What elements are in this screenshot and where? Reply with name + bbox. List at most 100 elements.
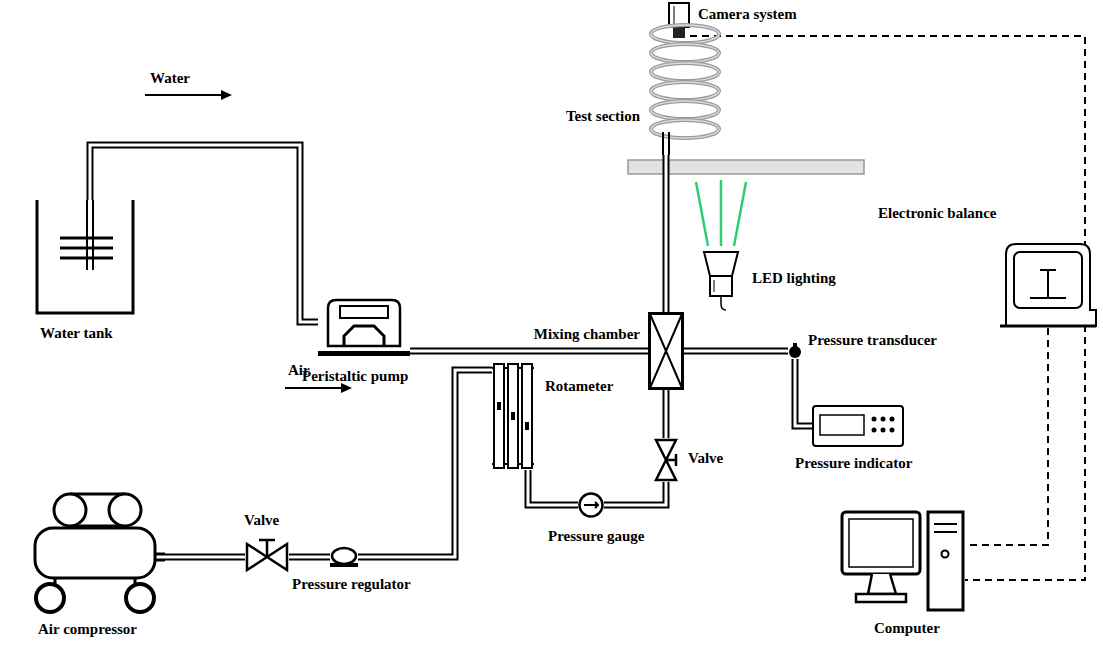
pipe-outer: [358, 370, 492, 557]
valve-symbol-drawing: [654, 438, 678, 482]
pipe-line: [684, 351, 788, 352]
drawing-part: [497, 402, 501, 410]
pipe-outer: [410, 348, 648, 355]
valve-symbol: Valve: [245, 538, 289, 572]
mixing-chamber: Mixing chamber: [648, 312, 684, 390]
pipe-line: [165, 557, 245, 558]
drawing-part: [525, 422, 529, 430]
led-light-rays: [696, 180, 746, 246]
component-label: Pressure gauge: [548, 528, 645, 545]
drawing-part: [849, 519, 913, 567]
pipe-inner: [528, 470, 578, 505]
balance-icon: Electronic balance: [1000, 240, 1096, 328]
drawing-part: [650, 314, 682, 388]
dashed-line: [965, 328, 1048, 545]
drawing-part: [666, 454, 676, 466]
drawing-part: [820, 415, 864, 435]
drawing-part: [145, 94, 222, 96]
drawing-part: [580, 494, 603, 517]
valve-symbol-drawing: [245, 538, 289, 572]
pipe-line: [666, 155, 667, 312]
drawing-part: [651, 44, 719, 62]
drawing-part: [341, 383, 352, 393]
pipe-inner: [289, 556, 330, 559]
pipe-inner: [665, 155, 668, 312]
drawing-part: [872, 417, 877, 422]
drawing-part: [221, 90, 232, 100]
component-label: LED lighting: [752, 270, 836, 287]
drawing-part: [710, 276, 732, 296]
drawing-part: [508, 364, 518, 468]
drawing-part: [721, 296, 726, 310]
pipe-inner: [90, 145, 318, 322]
drawing-part: [54, 494, 86, 526]
water-flow-arrow: [145, 90, 232, 100]
pipe-outer: [90, 145, 318, 322]
drawing-part: [318, 351, 410, 356]
balance-icon-drawing: [1000, 240, 1096, 328]
pipe-line: [528, 470, 578, 505]
drawing-part: [872, 417, 895, 433]
drawing-part: [890, 417, 895, 422]
component-label: Peristaltic pump: [302, 368, 408, 385]
component-label: Test section: [566, 108, 640, 125]
drawing-part: [651, 25, 719, 43]
drawing-part: [674, 6, 675, 24]
drawing-part: [330, 563, 358, 567]
drawing-part: [259, 540, 275, 557]
component-label: Camera system: [698, 6, 797, 23]
drawing-part: [651, 63, 719, 81]
transducer-icon: Pressure transducer: [788, 343, 802, 359]
pipe-line: [795, 359, 812, 426]
drawing-part: [328, 300, 400, 346]
water-tank: Water tank: [35, 200, 135, 315]
drawing-part: [109, 494, 141, 526]
drawing-part: [928, 512, 963, 610]
pipe-line: [358, 370, 492, 557]
drawing-part: [285, 387, 342, 389]
led-lamp-drawing: [700, 250, 742, 312]
drawing-part: [651, 120, 719, 138]
drawing-part: [942, 551, 949, 558]
drawing-part: [696, 182, 708, 246]
drawing-part: [37, 200, 133, 313]
indicator-box-drawing: [812, 405, 904, 447]
camera-icon: Camera system: [668, 2, 690, 40]
drawing-part: [734, 182, 746, 246]
air-flow-arrow: [285, 383, 352, 393]
compressor-icon-drawing: [25, 490, 165, 615]
drawing-part: [813, 406, 903, 446]
flow-label: Air: [288, 362, 310, 379]
computer-icon-drawing: [840, 510, 965, 612]
pipe-outer: [663, 155, 670, 312]
pipe-inner: [165, 556, 245, 559]
pipe-inner: [604, 482, 666, 505]
mixing-chamber-drawing: [648, 312, 684, 390]
regulator-icon: Pressure regulator: [330, 547, 358, 567]
component-label: Air compressor: [38, 621, 137, 638]
dashed-line: [690, 36, 1085, 580]
component-label: Valve: [688, 450, 723, 467]
pipe-outer: [604, 482, 666, 505]
drawing-part: [714, 280, 715, 292]
pipe-inner: [665, 390, 668, 438]
drawing-part: [651, 44, 719, 62]
valve-symbol: Valve: [654, 438, 678, 482]
drawing-part: [656, 440, 676, 480]
gauge-icon: Pressure gauge: [578, 492, 604, 518]
pipe-line: [410, 351, 648, 352]
component-label: Computer: [874, 620, 940, 637]
gauge-icon-drawing: [578, 492, 604, 518]
pump-icon-drawing: [318, 296, 410, 358]
drawing-part: [842, 512, 920, 574]
regulator-icon-drawing: [330, 547, 358, 567]
drawing-part: [126, 584, 154, 612]
drawing-part: [651, 63, 719, 81]
drawing-part: [522, 364, 532, 468]
component-label: Pressure transducer: [808, 332, 937, 349]
led-lamp: LED lighting: [700, 250, 742, 312]
flow-label: Water: [150, 70, 190, 87]
drawing-part: [36, 584, 64, 612]
pipe-line: [90, 145, 318, 322]
